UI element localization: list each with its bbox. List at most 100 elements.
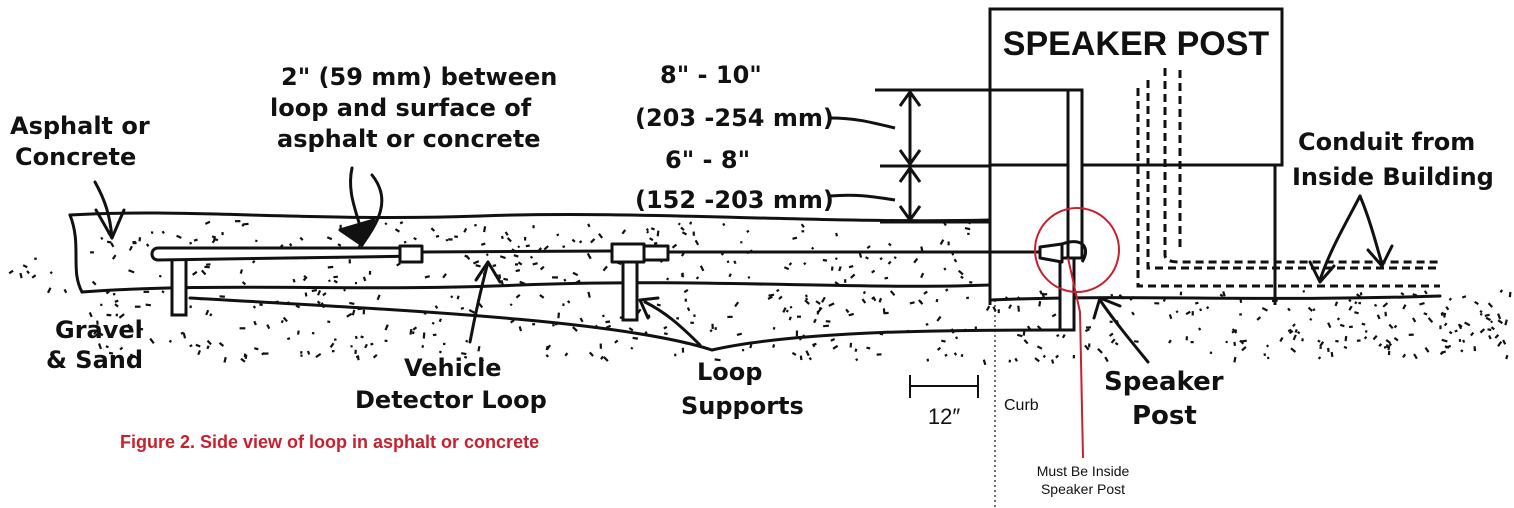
inside-post-callout [1034, 207, 1120, 459]
speckle [1479, 328, 1486, 334]
speckle [936, 346, 942, 351]
speckle [630, 346, 634, 350]
speckle [1108, 332, 1114, 337]
speckle [1502, 339, 1507, 345]
speckle [1344, 335, 1348, 342]
speckle [800, 223, 805, 228]
speckle [519, 280, 526, 285]
speckle [1290, 347, 1297, 353]
speckle [376, 294, 381, 301]
speckle [509, 303, 513, 307]
speckle [1386, 344, 1389, 349]
speckle [789, 306, 793, 309]
speckle [351, 309, 356, 316]
speckle [108, 351, 114, 355]
supports-arrow-right [710, 328, 1062, 352]
speckle [797, 315, 801, 318]
speckle [475, 264, 481, 268]
speckle [442, 273, 447, 279]
speckle [306, 350, 311, 355]
speckle [296, 330, 300, 335]
speckle [882, 308, 886, 314]
speckle [628, 327, 634, 332]
speckle [1317, 339, 1321, 343]
speckle [479, 356, 485, 362]
label-depth-upper-1: 8" - 10" [660, 61, 762, 89]
speckle [515, 293, 521, 299]
speckle [253, 347, 259, 351]
speckle [182, 332, 187, 339]
speckle [168, 339, 172, 343]
speckle [805, 297, 809, 301]
speckle [714, 327, 717, 330]
label-conduit-2: Inside Building [1292, 163, 1494, 191]
speckle [1497, 319, 1504, 325]
speckle [1448, 297, 1452, 301]
depth-dimensions [829, 88, 1070, 224]
speckle [399, 221, 404, 225]
speckle [158, 274, 162, 278]
speckle [1445, 344, 1452, 349]
speckle [241, 224, 245, 227]
speckle [1412, 317, 1417, 323]
speckle [656, 303, 661, 307]
speckle [918, 299, 923, 304]
speckle [465, 339, 469, 343]
speckle [413, 237, 417, 241]
speckle [1088, 343, 1091, 348]
speckle [241, 281, 247, 286]
speckle [778, 295, 783, 300]
speckle [1497, 313, 1502, 320]
right-support-post [1058, 256, 1076, 332]
speckle [204, 220, 211, 225]
speckle [424, 275, 430, 279]
speckle [326, 236, 333, 241]
speckle [464, 254, 468, 258]
figure-caption: Figure 2. Side view of loop in asphalt o… [120, 432, 539, 452]
speckle [663, 332, 668, 336]
speckle [1356, 339, 1361, 342]
speckle [726, 260, 730, 264]
speckle [804, 299, 810, 305]
speckle [1454, 329, 1458, 333]
speckle [106, 240, 112, 244]
speckle [518, 326, 523, 332]
speckle [193, 238, 198, 242]
speckle [1479, 312, 1483, 316]
speckle [632, 336, 639, 340]
speckle [805, 294, 808, 298]
speckle [539, 265, 545, 271]
speckle [1402, 304, 1407, 310]
speckle [1239, 299, 1243, 303]
speckle [138, 237, 142, 242]
speckle [463, 227, 468, 233]
left-support-post [170, 253, 188, 317]
speckle [434, 305, 439, 309]
speckle [1241, 346, 1247, 352]
speckle [197, 349, 202, 356]
speckle [1348, 305, 1353, 311]
speckle [1458, 339, 1462, 343]
speckle [830, 266, 834, 271]
speckle [477, 345, 481, 352]
speckle [1104, 356, 1109, 363]
speckle [1307, 306, 1313, 312]
speckle [749, 344, 753, 349]
speckle [579, 317, 584, 323]
speckle [1330, 351, 1334, 358]
speckle [1110, 293, 1114, 297]
speckle [1372, 335, 1378, 341]
speckle [893, 256, 897, 260]
speckle [300, 354, 303, 357]
speckle [1209, 351, 1213, 355]
speckle [435, 234, 440, 238]
speckle [1008, 359, 1012, 363]
speaker-post-box [988, 7, 1284, 167]
speckle [1319, 346, 1322, 349]
speckle [337, 243, 342, 247]
speckle [811, 246, 815, 250]
speckle [1402, 353, 1407, 358]
speckle [599, 343, 602, 349]
speckle [432, 333, 437, 337]
speckle [969, 281, 973, 284]
